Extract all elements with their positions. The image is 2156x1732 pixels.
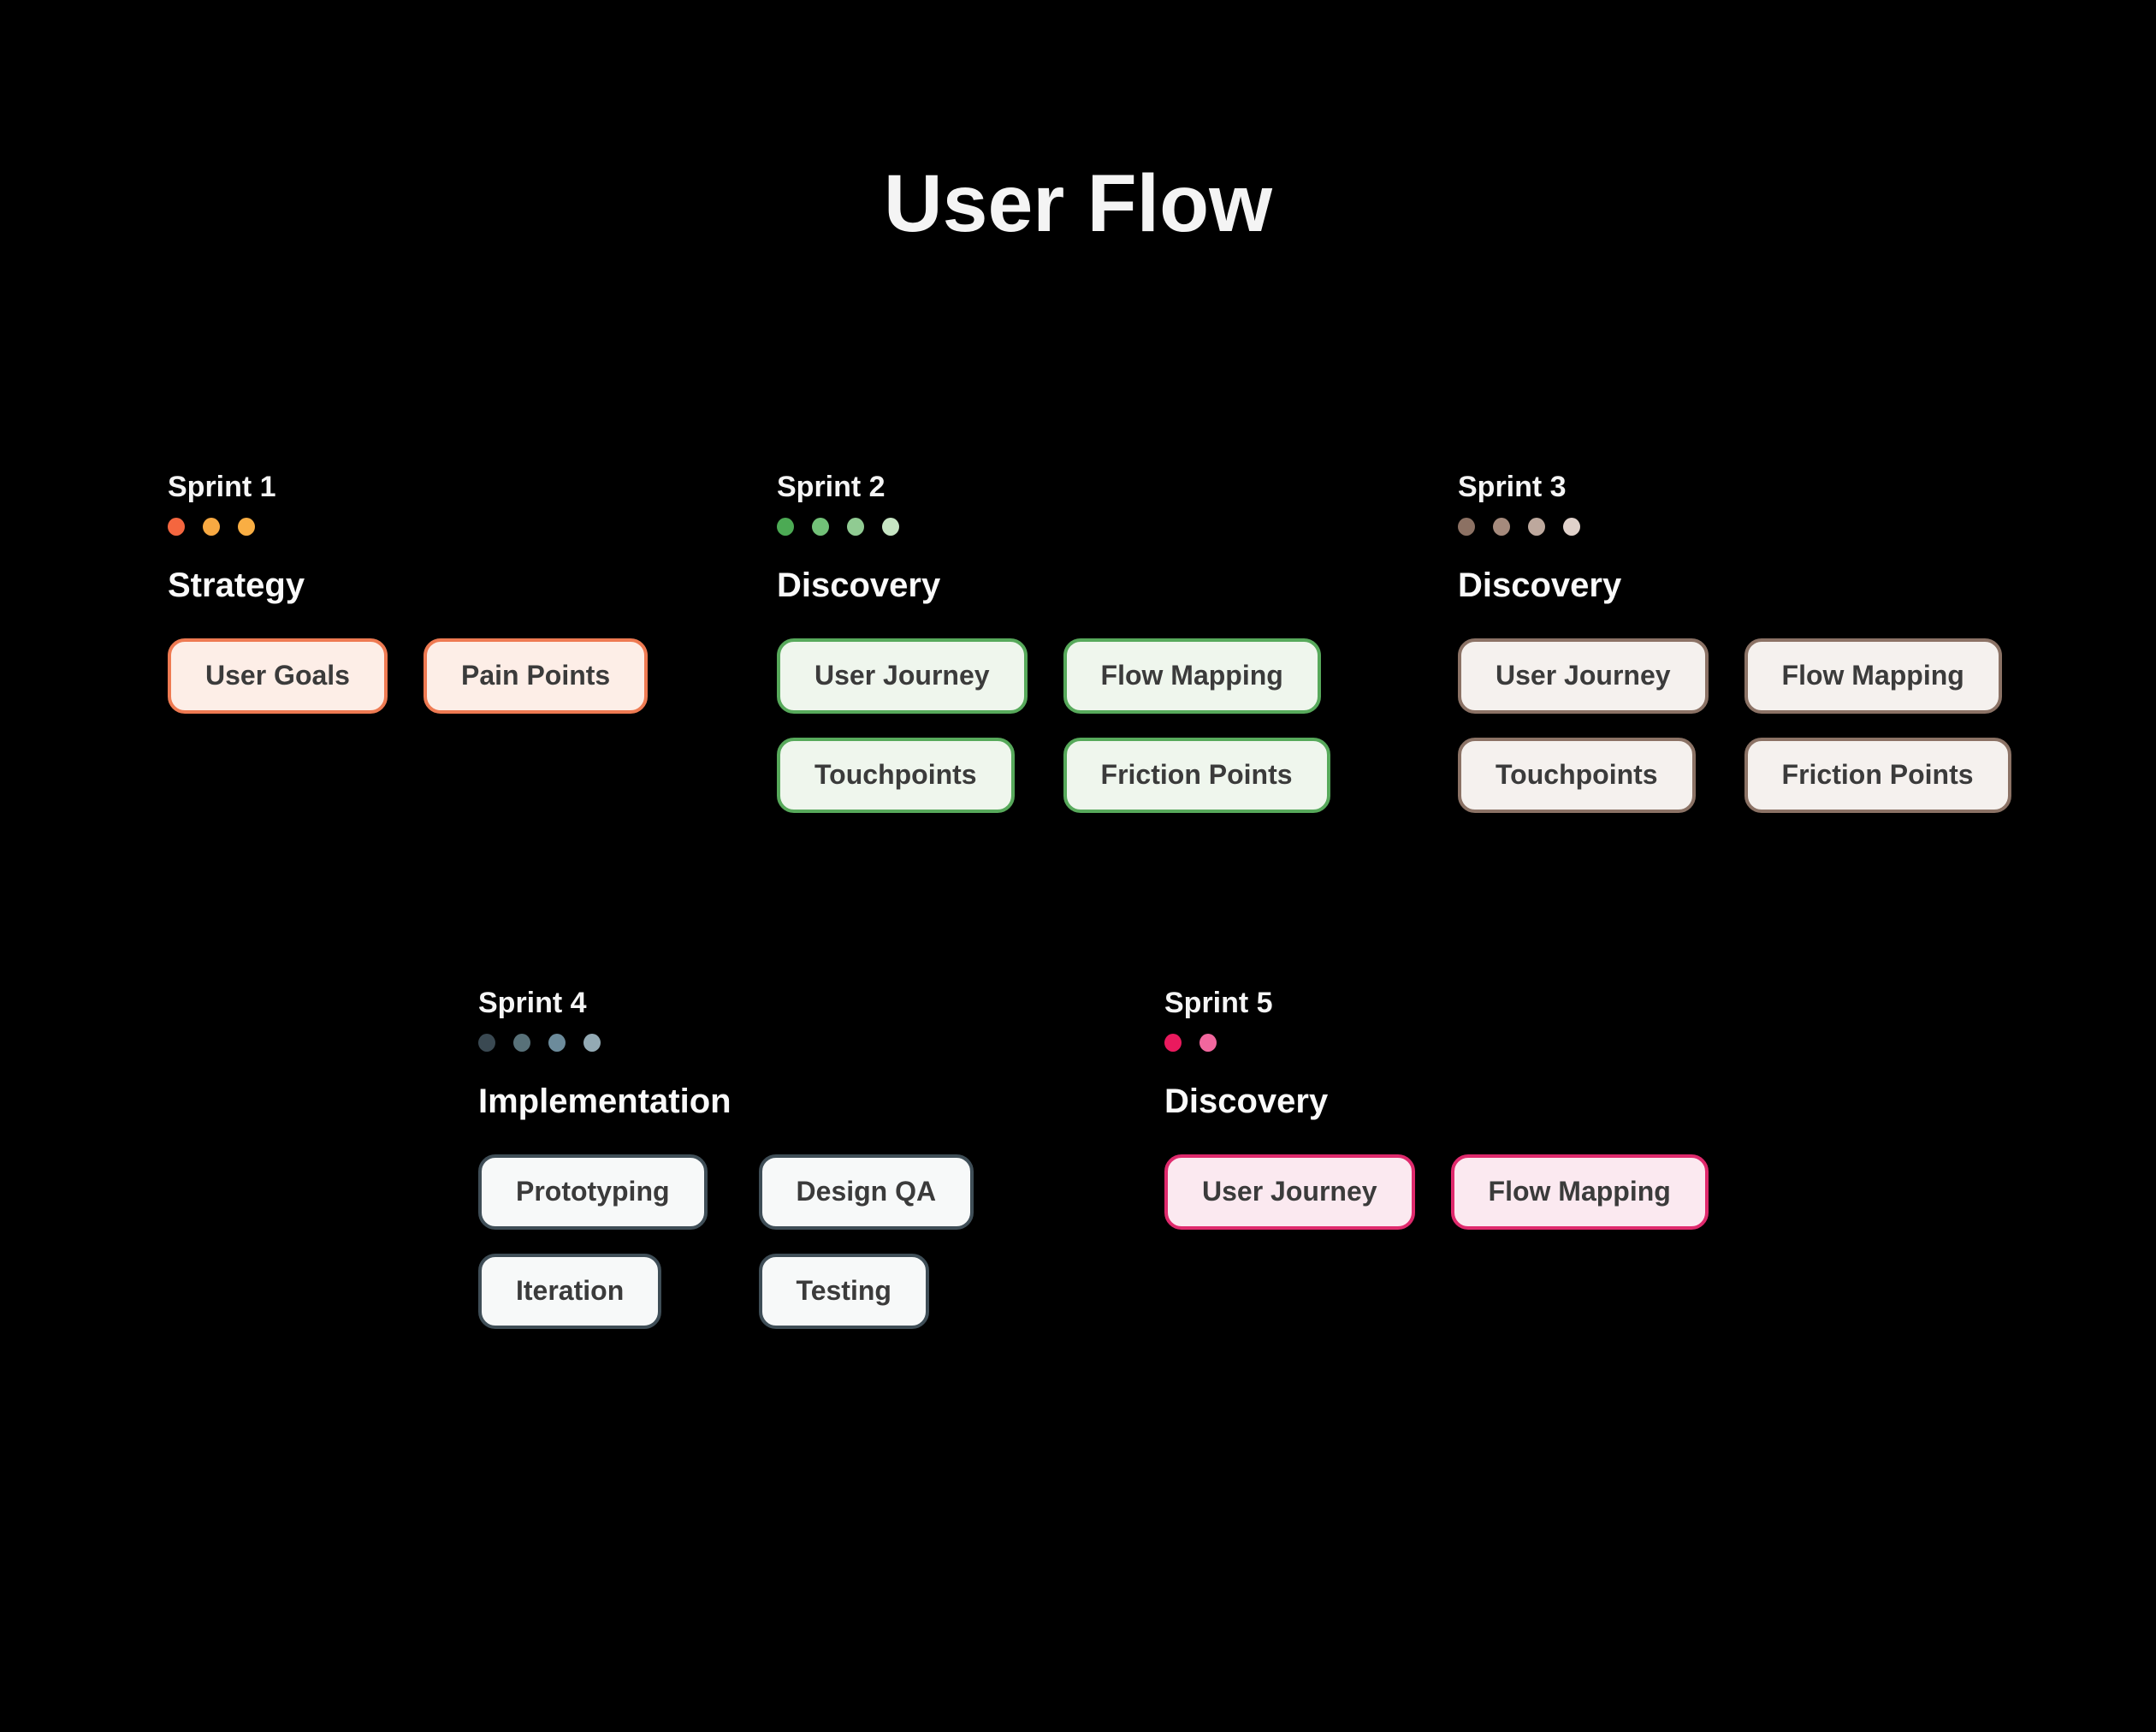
progress-dot-icon: [513, 1033, 530, 1052]
sprint-2-chip-group: User Journey Flow Mapping Touchpoints Fr…: [777, 638, 1330, 813]
chip-flow-mapping: Flow Mapping: [1744, 638, 2002, 714]
sprint-3-phase-title: Discovery: [1458, 566, 1622, 604]
progress-dot-icon: [1199, 1033, 1217, 1052]
progress-dot-icon: [777, 517, 794, 536]
sprint-2-progress-dots: [777, 517, 1330, 536]
chip-design-qa: Design QA: [758, 1154, 974, 1230]
chip-user-journey: User Journey: [1458, 638, 1709, 714]
sprint-4-chip-group: Prototyping Design QA Iteration Testing: [478, 1154, 974, 1329]
chip-touchpoints: Touchpoints: [777, 737, 1015, 813]
sprint-1-label: Sprint 1: [168, 471, 276, 503]
sprint-2-label: Sprint 2: [777, 471, 886, 503]
sprint-4-progress-dots: [478, 1033, 974, 1052]
progress-dot-icon: [1458, 517, 1475, 536]
chip-user-journey: User Journey: [1164, 1154, 1415, 1230]
sprint-3-progress-dots: [1458, 517, 2011, 536]
progress-dot-icon: [1563, 517, 1580, 536]
progress-dot-icon: [203, 517, 220, 536]
sprint-1-section: Sprint 1 Strategy User Goals Pain Points: [168, 469, 649, 714]
chip-iteration: Iteration: [478, 1253, 662, 1329]
chip-pain-points: Pain Points: [423, 638, 649, 714]
progress-dot-icon: [548, 1033, 566, 1052]
sprint-5-phase-title: Discovery: [1164, 1082, 1329, 1120]
chip-flow-mapping: Flow Mapping: [1063, 638, 1321, 714]
progress-dot-icon: [238, 517, 255, 536]
chip-user-journey: User Journey: [777, 638, 1028, 714]
sprint-5-label: Sprint 5: [1164, 987, 1273, 1019]
chip-user-goals: User Goals: [168, 638, 388, 714]
chip-prototyping: Prototyping: [478, 1154, 708, 1230]
progress-dot-icon: [168, 517, 185, 536]
sprint-1-phase-title: Strategy: [168, 566, 305, 604]
progress-dot-icon: [478, 1033, 495, 1052]
sprint-5-section: Sprint 5 Discovery User Journey Flow Map…: [1164, 985, 1709, 1230]
sprint-3-chip-group: User Journey Flow Mapping Touchpoints Fr…: [1458, 638, 2011, 813]
sprint-4-section: Sprint 4 Implementation Prototyping Desi…: [478, 985, 974, 1329]
progress-dot-icon: [882, 517, 899, 536]
sprint-3-section: Sprint 3 Discovery User Journey Flow Map…: [1458, 469, 2011, 813]
page-title: User Flow: [884, 157, 1272, 249]
chip-testing: Testing: [758, 1253, 929, 1329]
progress-dot-icon: [1493, 517, 1510, 536]
sprint-4-phase-title: Implementation: [478, 1082, 732, 1120]
progress-dot-icon: [812, 517, 829, 536]
progress-dot-icon: [583, 1033, 601, 1052]
progress-dot-icon: [1164, 1033, 1182, 1052]
sprint-1-progress-dots: [168, 517, 648, 536]
sprint-4-label: Sprint 4: [478, 987, 587, 1019]
sprint-2-section: Sprint 2 Discovery User Journey Flow Map…: [777, 469, 1330, 813]
sprint-3-label: Sprint 3: [1458, 471, 1567, 503]
chip-flow-mapping: Flow Mapping: [1450, 1154, 1709, 1230]
chip-touchpoints: Touchpoints: [1458, 737, 1696, 813]
sprint-1-chip-group: User Goals Pain Points: [168, 638, 649, 714]
sprint-2-phase-title: Discovery: [777, 566, 941, 604]
chip-friction-points: Friction Points: [1744, 737, 2011, 813]
sprint-5-progress-dots: [1164, 1033, 1709, 1052]
chip-friction-points: Friction Points: [1063, 737, 1330, 813]
sprint-5-chip-group: User Journey Flow Mapping: [1164, 1154, 1709, 1230]
progress-dot-icon: [847, 517, 864, 536]
progress-dot-icon: [1528, 517, 1545, 536]
